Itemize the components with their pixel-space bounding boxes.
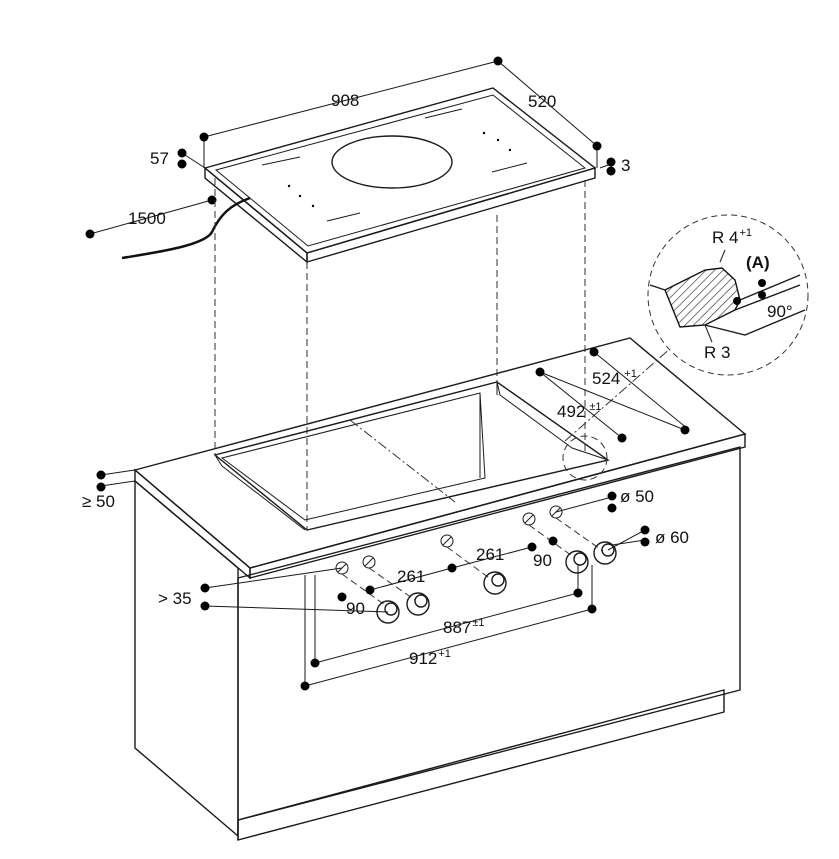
detail-label: (A) <box>746 253 770 272</box>
dimension-lines-cabinet <box>96 347 690 691</box>
dim-hole-large: ø 60 <box>655 528 689 547</box>
dim-hole-small: ø 50 <box>620 487 654 506</box>
detail-angle: 90° <box>767 302 793 321</box>
dim-cable-length: 1500 <box>128 209 166 228</box>
dim-glass-edge: 3 <box>621 156 630 175</box>
dim-depth: 520 <box>528 92 556 111</box>
dim-knob-pair-right: 90 <box>533 551 552 570</box>
dim-front-min: ≥ 50 <box>82 492 115 511</box>
dim-knob-pair-left: 90 <box>346 599 365 618</box>
cabinet <box>133 337 747 841</box>
dimension-lines-top <box>85 56 616 239</box>
dim-knob-spacing-left: 261 <box>397 567 425 586</box>
detail-radius-bottom: R 3 <box>704 343 730 362</box>
cooktop <box>121 87 597 264</box>
projection-lines <box>214 178 586 530</box>
dim-knob-spacing-right: 261 <box>476 545 504 564</box>
dim-height: 57 <box>150 149 169 168</box>
cooking-zone <box>331 135 453 189</box>
dim-knob-min: > 35 <box>158 589 192 608</box>
labels: 908 520 57 3 1500 524+1 492±1 ≥ 50 > 35 … <box>82 91 793 668</box>
dim-cutout-width-outer: 912+1 <box>409 648 451 668</box>
dim-cutout-width-inner: 887±1 <box>443 617 485 637</box>
detail-radius-top: R 4+1 <box>712 227 752 247</box>
control-knobs <box>335 505 617 624</box>
dim-cutout-depth-outer: 524+1 <box>592 368 637 388</box>
power-cable <box>121 196 251 260</box>
dim-width: 908 <box>331 91 359 110</box>
detail-a <box>647 214 809 376</box>
dim-cutout-depth-inner: 492±1 <box>557 401 602 421</box>
